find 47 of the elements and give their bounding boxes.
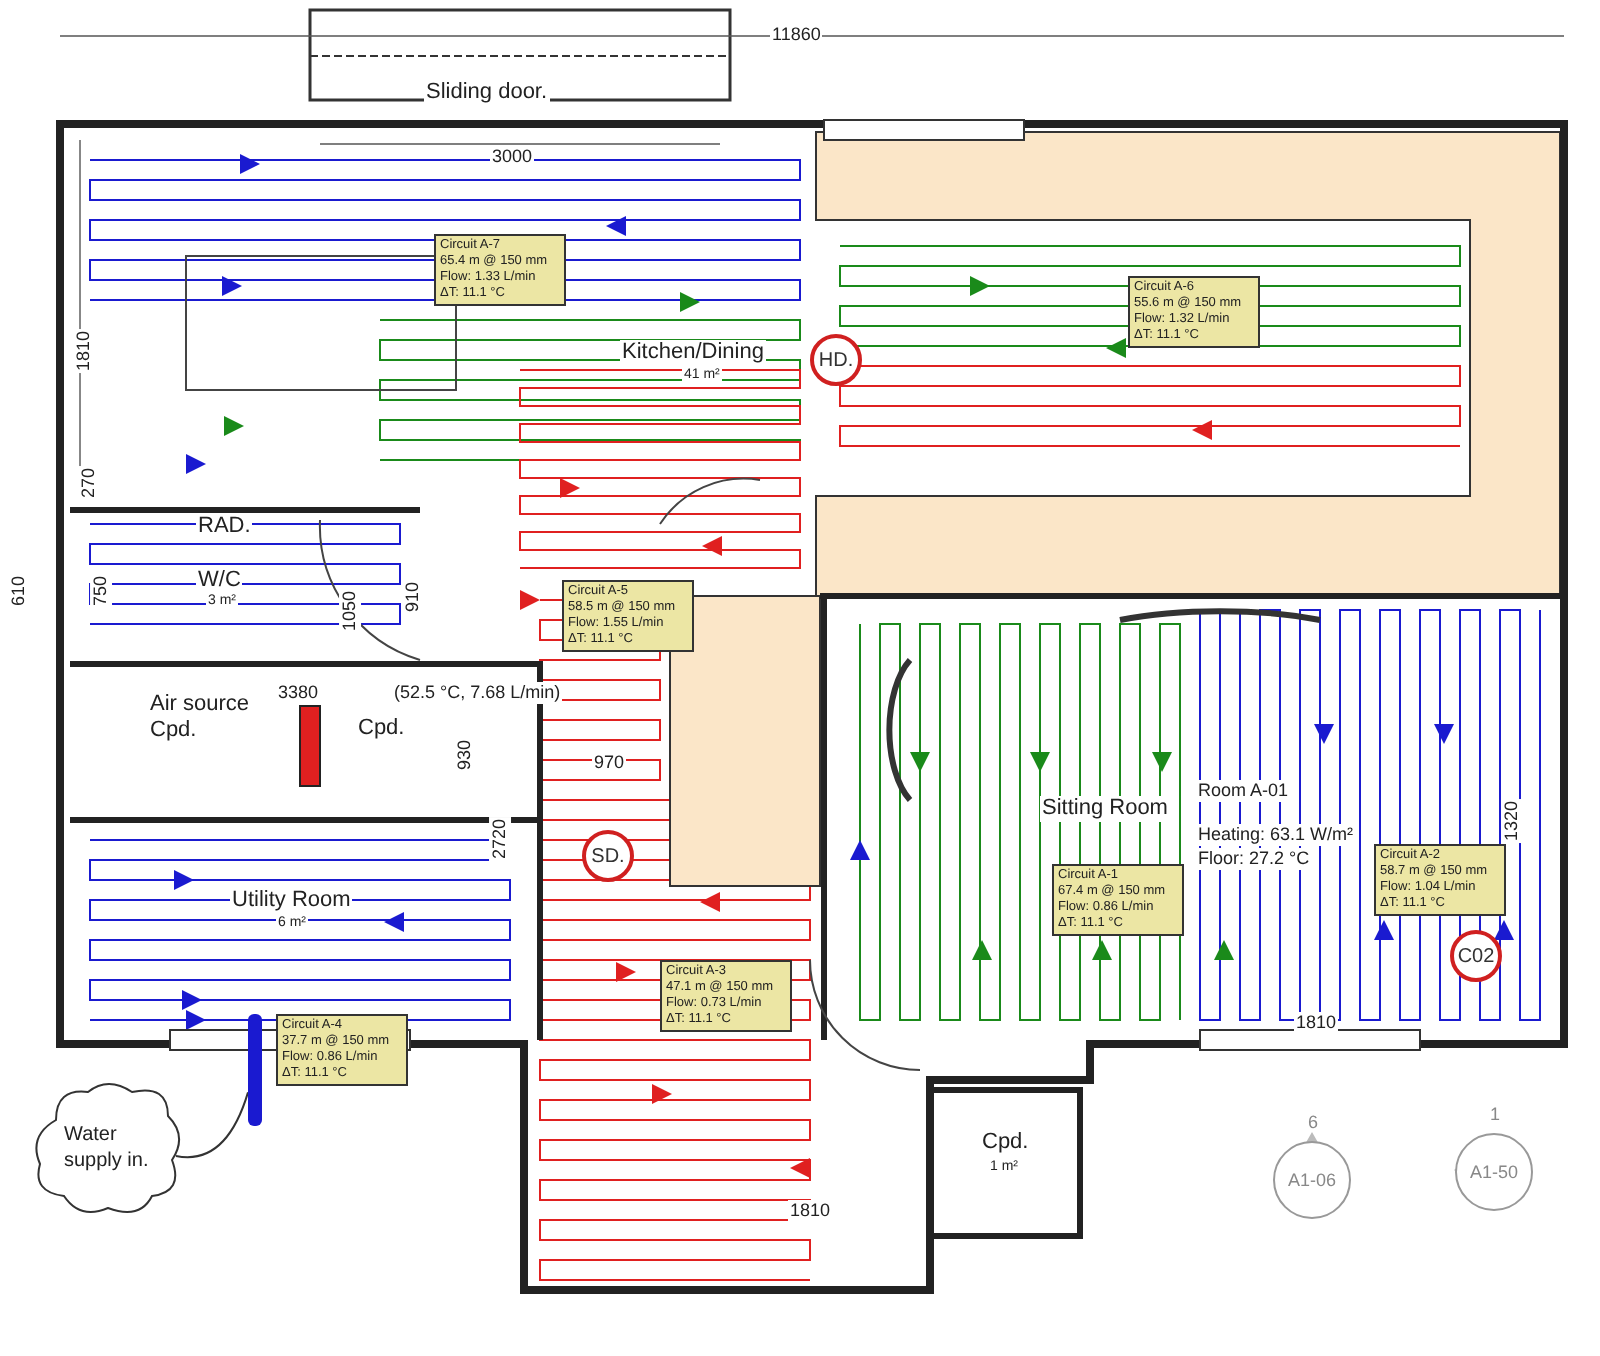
- room-name: Sitting Room: [1040, 796, 1170, 822]
- callout-text: C02: [1457, 945, 1495, 967]
- dimension-text: 1320: [1501, 798, 1524, 844]
- floor-temperature-label: Floor: 27.2 °C: [1196, 848, 1312, 870]
- room-name: Kitchen/Dining: [620, 340, 766, 366]
- room-name: Cpd.: [980, 1130, 1031, 1156]
- section-marker: [1454, 1132, 1534, 1212]
- dimension-text: 750: [90, 573, 113, 609]
- dimension-text: 930: [454, 737, 477, 773]
- dimension-text: 1810: [788, 1200, 833, 1222]
- callout-text: A1-06: [1287, 1170, 1337, 1190]
- leader-line: [175, 1091, 249, 1159]
- dimension-text: 1050: [339, 588, 362, 634]
- room-name: Utility Room: [230, 888, 353, 914]
- circuit-tag: [1052, 864, 1184, 936]
- callout-text: Water supply in.: [64, 1122, 151, 1174]
- circuit-tag: [562, 580, 694, 652]
- dimension-text: 270: [78, 465, 101, 501]
- callout-circle: [1450, 930, 1502, 982]
- circuit-tag: [660, 960, 792, 1032]
- dimension-text: 970: [592, 752, 627, 774]
- door-label: Sliding door.: [424, 80, 550, 106]
- section-marker: [1272, 1140, 1352, 1220]
- callout-circle: [582, 830, 634, 882]
- dimension-text: 3000: [490, 146, 535, 168]
- dimension-text: 1810: [73, 328, 96, 374]
- dimension-text: 2720: [489, 816, 512, 862]
- dimension-text: 610: [8, 573, 31, 609]
- callout-text: HD.: [818, 349, 854, 371]
- dimension-text: 3380: [276, 682, 321, 704]
- callout-circle: [810, 334, 862, 386]
- room-label: Room A-01: [1196, 780, 1291, 802]
- water-pipe: [248, 1014, 262, 1126]
- room-name: Cpd.: [356, 716, 407, 742]
- callout-text: A1-50: [1469, 1162, 1519, 1182]
- circuit-tag: [276, 1014, 408, 1086]
- heating-label: Heating: 63.1 W/m²: [1196, 824, 1356, 846]
- circuit-tag: [434, 234, 566, 306]
- dimension-text: 11860: [770, 24, 823, 46]
- circuit-tag: [1374, 844, 1506, 916]
- dimension-text: 910: [402, 579, 425, 615]
- dimension-text: 1810: [1294, 1012, 1339, 1034]
- manifold-label: (52.5 °C, 7.68 L/min): [392, 682, 563, 704]
- sheet-number: 6: [1306, 1112, 1321, 1134]
- circuit-tag: [1128, 276, 1260, 348]
- sheet-number: 1: [1488, 1104, 1503, 1126]
- callout-text: SD.: [591, 845, 625, 867]
